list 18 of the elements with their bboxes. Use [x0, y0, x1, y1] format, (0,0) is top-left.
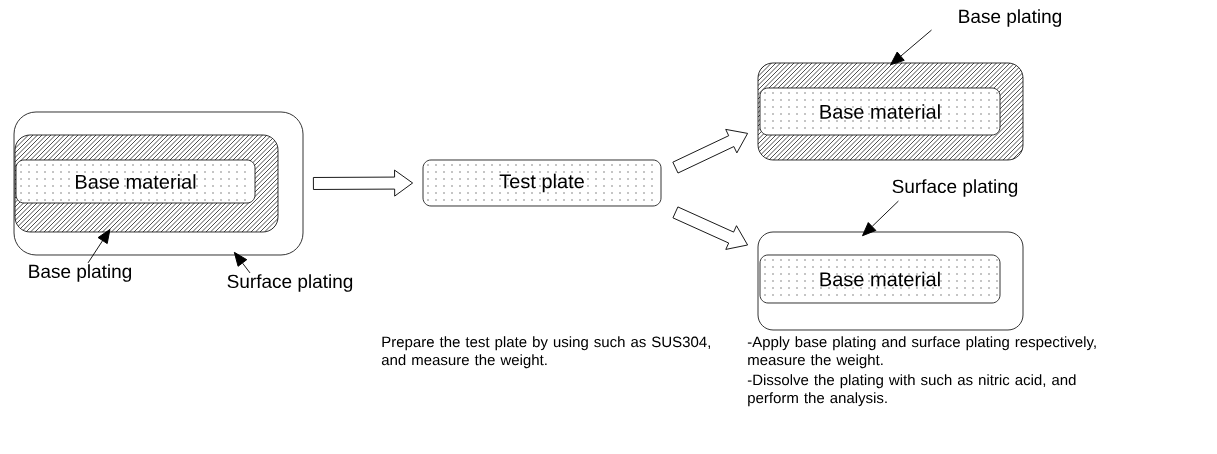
block-arrow — [312, 169, 414, 197]
leader-line — [890, 29, 932, 66]
base-material-box: Base material — [15, 159, 256, 204]
note-text: -Dissolve the plating with such as nitric acid, and perform the analysis. — [747, 374, 1076, 407]
test-plate-box: Test plate — [422, 159, 662, 207]
part-label: Base plating — [29, 264, 132, 282]
leader-line — [233, 251, 251, 274]
base-material-box: Base material — [759, 87, 1001, 136]
note-text: Prepare the test plate by using such as SUS304, and measure the weight. — [381, 336, 710, 369]
part-label: Surface plating — [227, 274, 353, 292]
leader-line — [862, 200, 899, 237]
leader-line — [87, 228, 111, 264]
note-text: -Apply base plating and surface plating respectively, measure the weight. — [747, 336, 1096, 369]
base-material-box: Base material — [759, 254, 1001, 304]
block-arrow — [672, 206, 749, 250]
part-label: Base plating — [959, 9, 1061, 27]
block-arrow — [672, 128, 749, 174]
part-label: Surface plating — [892, 179, 1018, 197]
